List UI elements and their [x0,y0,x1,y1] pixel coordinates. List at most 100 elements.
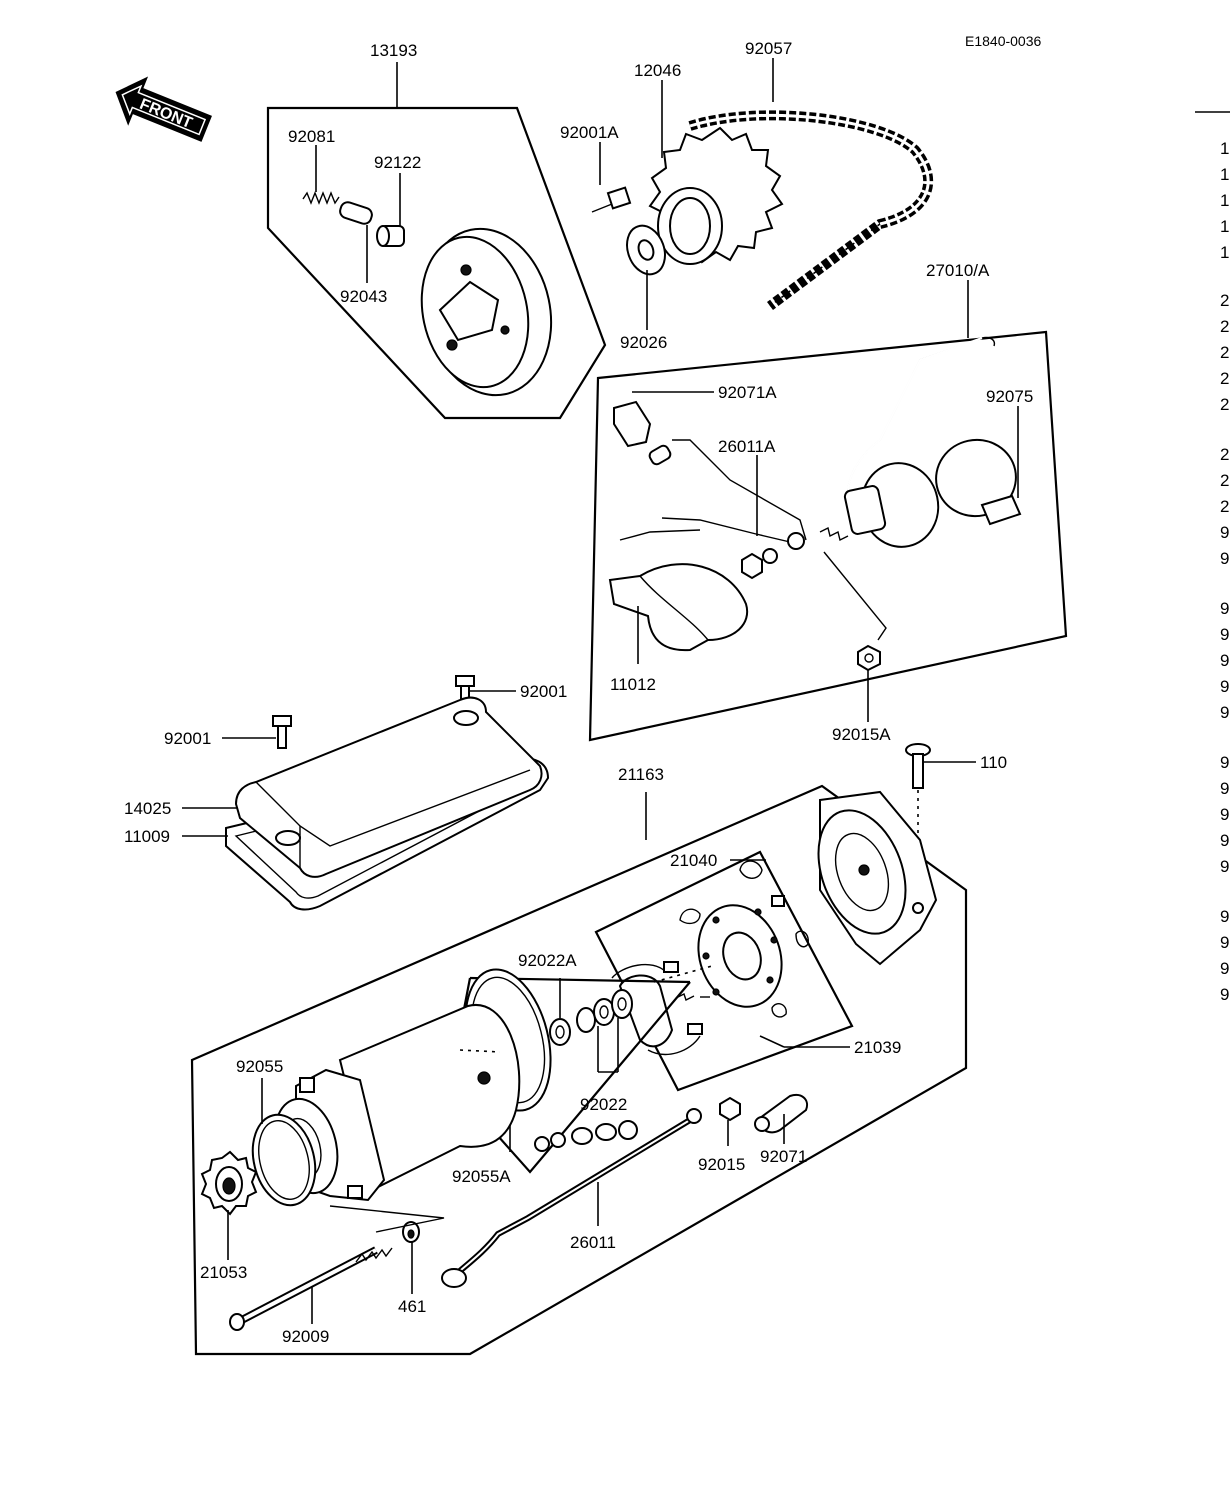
part-14025: 14025 [124,799,171,818]
terminal-cap-92071A-icon [613,400,672,466]
right-edge-index: 1 1 1 1 1 2 2 2 2 2 2 2 2 9 9 9 9 9 9 9 … [1195,111,1230,1004]
edge-digit: 2 [1220,317,1229,336]
part-92081: 92081 [288,127,335,146]
edge-digit: 9 [1220,549,1229,568]
gear-21053-icon [200,1150,258,1216]
part-92009: 92009 [282,1327,329,1346]
edge-digit: 9 [1220,753,1229,772]
relay-body-icon [819,336,996,548]
part-461: 461 [398,1297,426,1316]
nut-92015-icon [719,1096,741,1122]
edge-digit: 9 [1220,857,1229,876]
starter-motor-group: 21163 110 21040 21039 [190,743,1007,1356]
edge-digit: 9 [1220,625,1229,644]
bolt-92001-left-icon [272,715,292,749]
edge-digit: 2 [1220,471,1229,490]
part-92071: 92071 [760,1147,807,1166]
edge-digit: 9 [1220,805,1229,824]
sprocket-chain-group: 12046 92057 92001A 92026 [560,39,934,352]
front-arrow-icon: FRONT [115,76,212,142]
edge-digit: 1 [1220,217,1229,236]
sprocket-12046-icon [648,126,784,265]
edge-digit: 1 [1220,191,1229,210]
washer-461-icon [402,1221,420,1243]
edge-digit: 2 [1220,497,1229,516]
group-outline-21163 [190,784,968,1356]
edge-digit: 2 [1220,395,1229,414]
edge-digit: 9 [1220,677,1229,696]
part-92071A: 92071A [718,383,777,402]
motor-body-icon [273,1003,521,1202]
starter-clutch-group: 13193 92081 92122 92043 [266,41,607,420]
roller-92122-icon [339,201,373,225]
bolt-92001A-icon [591,186,632,213]
part-27010A: 27010/A [926,261,990,280]
bolt-92009-icon [229,1246,393,1331]
cap-92043-icon [376,225,405,247]
edge-digit: 1 [1220,165,1229,184]
cover-group: 92001 92001 14025 11009 [124,675,567,911]
part-92015: 92015 [698,1155,745,1174]
part-92015A: 92015A [832,725,891,744]
washer-92026-icon [626,224,666,276]
edge-digit: 2 [1220,343,1229,362]
part-110: 110 [980,753,1007,772]
part-92022A: 92022A [518,951,577,970]
part-92001-left: 92001 [164,729,211,748]
part-11009: 11009 [124,827,170,846]
rubber-boot-92075-icon [935,438,1022,526]
part-92001-top: 92001 [520,682,567,701]
edge-digit: 2 [1220,291,1229,310]
edge-digit: 9 [1220,703,1229,722]
edge-digit: 9 [1220,985,1229,1004]
part-26011A: 26011A [718,437,776,456]
part-21039: 21039 [854,1038,901,1057]
part-21053: 21053 [200,1263,247,1282]
part-13193: 13193 [370,41,417,60]
part-12046: 12046 [634,61,681,80]
part-11012: 11012 [610,675,656,694]
cover-14025-icon [234,696,543,878]
edge-digit: 1 [1220,243,1229,262]
relay-cover-11012-icon [608,563,749,652]
diagram-code: E1840-0036 [965,33,1042,49]
part-92001A: 92001A [560,123,619,142]
part-92122: 92122 [374,153,421,172]
part-26011: 26011 [570,1233,616,1252]
group-outline-13193 [266,106,607,420]
starter-relay-group: 27010/A 92071A 26011A 11012 [588,261,1068,742]
edge-digit: 9 [1220,831,1229,850]
part-92055A: 92055A [452,1167,511,1186]
edge-digit: 9 [1220,779,1229,798]
edge-digit: 2 [1220,445,1229,464]
part-92057: 92057 [745,39,792,58]
part-92026: 92026 [620,333,667,352]
brush-holder-icon [611,961,703,1056]
part-21163: 21163 [618,765,664,784]
clutch-body-icon [420,227,553,397]
nut-92015A-icon [857,644,881,672]
washer-92022A-icon [549,1018,571,1046]
edge-digit: 2 [1220,369,1229,388]
edge-digit: 9 [1220,599,1229,618]
washer-92022-icon [576,989,633,1033]
edge-digit: 9 [1220,651,1229,670]
terminal-hardware-icon [534,1120,638,1152]
edge-digit: 9 [1220,907,1229,926]
edge-digit: 1 [1220,139,1229,158]
edge-digit: 9 [1220,523,1229,542]
part-92075: 92075 [986,387,1033,406]
terminal-cap-92071-icon [754,1094,808,1134]
part-21040: 21040 [670,851,717,870]
edge-digit: 9 [1220,933,1229,952]
end-cover-icon [817,790,938,966]
nut-icon [741,548,778,580]
edge-digit: 9 [1220,959,1229,978]
brush-plate-icon [679,860,809,1018]
lead-26011-icon [441,1108,702,1288]
spring-92081-icon [302,191,340,205]
group-outline-27010A [588,330,1068,742]
part-92055: 92055 [236,1057,283,1076]
part-92043: 92043 [340,287,387,306]
